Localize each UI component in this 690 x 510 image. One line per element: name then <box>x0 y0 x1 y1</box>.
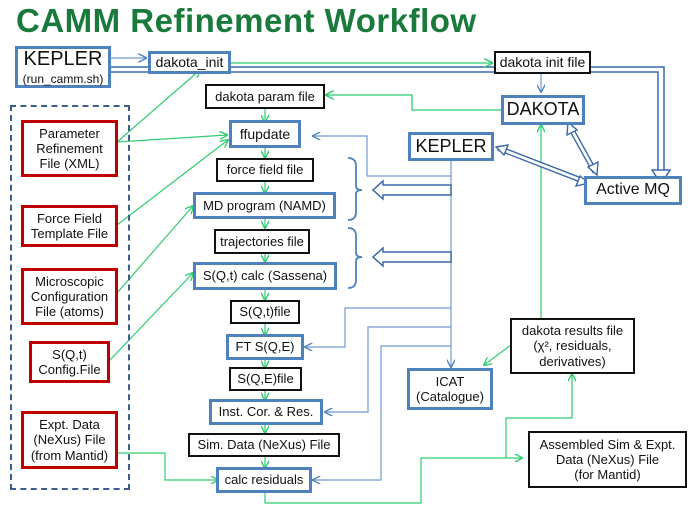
sim-data-file-node[interactable]: Sim. Data (NeXus) File <box>188 433 340 457</box>
force-field-file-node[interactable]: force field file <box>216 158 314 182</box>
assembled-data-file-node[interactable]: Assembled Sim & Expt. Data (NeXus) File … <box>528 431 687 488</box>
kepler-node[interactable]: KEPLER <box>408 132 494 161</box>
brace-sassena <box>347 227 363 289</box>
wire-dakota-to-param-file <box>326 95 501 111</box>
brace-md <box>347 157 363 221</box>
input-parameter-refinement-file[interactable]: Parameter Refinement File (XML) <box>21 120 118 177</box>
calc-residuals-node[interactable]: calc residuals <box>216 467 312 493</box>
sqt-file-node[interactable]: S(Q,t)file <box>230 300 300 324</box>
input-force-field-template-file[interactable]: Force Field Template File <box>21 205 118 247</box>
input-microscopic-configuration-file[interactable]: Microscopic Configuration File (atoms) <box>21 268 118 325</box>
ft-sqe-node[interactable]: FT S(Q,E) <box>226 334 304 360</box>
trajectories-file-node[interactable]: trajectories file <box>214 229 310 254</box>
double-arrow-dakota-activemq <box>566 120 599 177</box>
wire-residuals-out <box>264 458 522 504</box>
input-sqt-config-file[interactable]: S(Q,t) Config.File <box>29 341 110 383</box>
dakota-init-file-node[interactable]: dakota init file <box>494 51 591 74</box>
sqe-file-node[interactable]: S(Q,E)file <box>229 367 302 391</box>
kepler-main-node[interactable]: KEPLER (run_camm.sh) <box>15 46 111 88</box>
double-arrow-kepler-activemq <box>494 144 591 187</box>
inst-cor-res-node[interactable]: Inst. Cor. & Res. <box>209 399 323 425</box>
hollow-arrow-md <box>371 179 452 201</box>
dakota-init-node[interactable]: dakota_init <box>148 51 231 74</box>
inputs-group <box>10 105 130 490</box>
dakota-results-file-node[interactable]: dakota results file (χ², residuals, deri… <box>510 318 635 374</box>
dakota-node[interactable]: DAKOTA <box>501 95 585 125</box>
md-program-node[interactable]: MD program (NAMD) <box>193 192 336 219</box>
icat-node[interactable]: ICAT (Catalogue) <box>407 368 493 410</box>
kepler-main-label: KEPLER <box>23 48 103 71</box>
hollow-arrow-sassena <box>371 246 452 268</box>
active-mq-node[interactable]: Active MQ <box>584 176 682 205</box>
ffupdate-node[interactable]: ffupdate <box>229 120 301 148</box>
kepler-main-sublabel: (run_camm.sh) <box>22 71 104 86</box>
sassena-calc-node[interactable]: S(Q,t) calc (Sassena) <box>193 262 337 290</box>
input-expt-data-file[interactable]: Expt. Data (NeXus) File (from Mantid) <box>21 411 118 469</box>
wire-kepler-to-activemq-double <box>110 66 665 175</box>
diagram-title: CAMM Refinement Workflow <box>16 2 477 39</box>
dakota-param-file-node[interactable]: dakota param file <box>205 84 325 109</box>
